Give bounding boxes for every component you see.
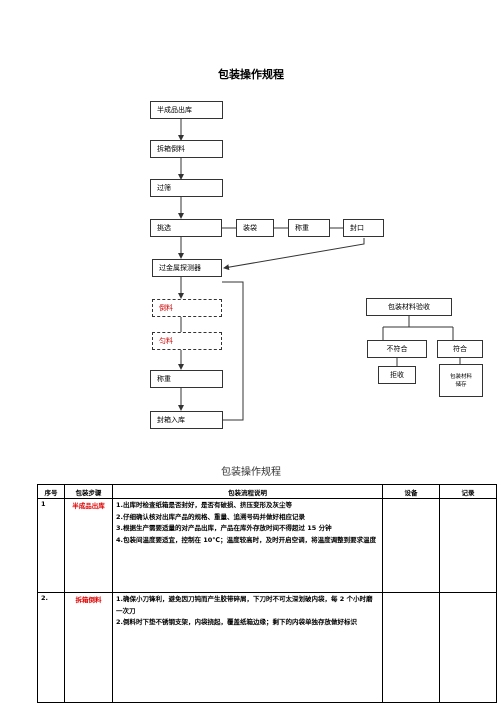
step-weigh-2: 称重	[150, 370, 223, 388]
desc-line: 4.包装间温度要适宜，控制在 10℃；温度较高时，及时开启空调，将温度调整到要求…	[116, 535, 377, 544]
row-record	[439, 498, 497, 593]
material-check-box: 包装材料验收	[366, 298, 452, 316]
row-equipment	[382, 592, 440, 703]
desc-line: 1.出库时检查纸箱是否封好，是否有破损、挤压变形及灰尘等	[116, 501, 292, 509]
step-sieve: 过筛	[150, 179, 223, 197]
header-record: 记录	[439, 484, 497, 499]
header-desc: 包装流程说明	[112, 484, 383, 499]
table-row: 1 半成品出库 1.出库时检查纸箱是否封好，是否有破损、挤压变形及灰尘等 2.仔…	[37, 498, 497, 593]
step-metal-detector: 过金属探测器	[152, 259, 222, 277]
desc-line: 3.根据生产需要适量的对产品出库，产品在库外存放时间不得超过 15 分钟	[116, 524, 332, 532]
material-store-line2: 储存	[455, 381, 467, 388]
table-row: 2. 拆箱倒料 1.确保小刀锋利，避免因刀钝而产生胶带碎屑，下刀时不可太深划破内…	[37, 592, 497, 703]
row-desc: 1.出库时检查纸箱是否封好，是否有破损、挤压变形及灰尘等 2.仔细确认核对出库产…	[112, 498, 383, 593]
header-no: 序号	[37, 484, 65, 499]
row-desc: 1.确保小刀锋利，避免因刀钝而产生胶带碎屑，下刀时不可太深划破内袋，每 2 个小…	[112, 592, 383, 703]
header-equipment: 设备	[382, 484, 440, 499]
table-header-row: 序号 包装步骤 包装流程说明 设备 记录	[37, 484, 497, 499]
row-record	[439, 592, 497, 703]
row-step: 半成品出库	[64, 498, 113, 593]
row-no: 2.	[37, 592, 65, 703]
material-fail-box: 不符合	[367, 340, 427, 358]
material-store-box: 包装材料 储存	[439, 364, 483, 397]
step-bagging: 装袋	[236, 219, 274, 237]
flowchart-title: 包装操作规程	[218, 68, 284, 81]
material-reject-box: 拒收	[378, 366, 416, 384]
step-semi-finished-out: 半成品出库	[150, 101, 223, 119]
row-step: 拆箱倒料	[64, 592, 113, 703]
desc-line: 2.仔细确认核对出库产品的规格、重量、追溯号码并做好相应记录	[116, 512, 305, 521]
step-box-store: 封箱入库	[150, 411, 223, 429]
procedure-table: 序号 包装步骤 包装流程说明 设备 记录 1 半成品出库 1.出库时检查纸箱是否…	[37, 484, 497, 703]
desc-line: 1.确保小刀锋利，避免因刀钝而产生胶带碎屑，下刀时不可太深划破内袋，每 2 个小…	[116, 595, 373, 615]
material-store-line1: 包装材料	[449, 373, 472, 380]
row-no: 1	[37, 498, 65, 593]
table-title: 包装操作规程	[221, 467, 281, 478]
row-equipment	[382, 498, 440, 593]
material-pass-box: 符合	[437, 340, 483, 358]
header-step: 包装步骤	[64, 484, 113, 499]
step-seal: 封口	[343, 219, 384, 237]
desc-line: 2.倒料时下垫不锈钢支架，内袋挠起，覆盖纸箱边缘；剩下的内袋单独存放做好标识	[116, 618, 357, 626]
step-pour: 倒料	[152, 299, 222, 317]
step-mix: 匀料	[152, 332, 222, 350]
step-unbox-pour: 拆箱倒料	[150, 140, 223, 158]
step-weigh-1: 称重	[288, 219, 330, 237]
step-pick: 挑选	[150, 219, 222, 237]
